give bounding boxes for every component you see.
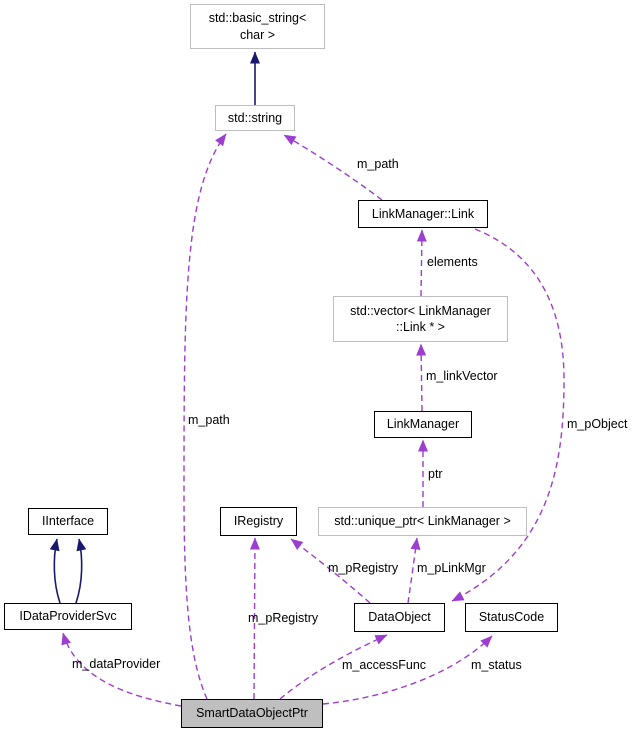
node-statuscode[interactable]: StatusCode <box>465 603 558 632</box>
node-label: IInterface <box>41 514 95 529</box>
node-label: LinkManager::Link <box>371 206 475 221</box>
node-std-unique-ptr: std::unique_ptr< LinkManager > <box>318 507 527 536</box>
node-std-vector-link: std::vector< LinkManager ::Link * > <box>333 296 508 342</box>
node-iregistry[interactable]: IRegistry <box>220 507 297 536</box>
node-label: DataObject <box>368 610 431 625</box>
edge-label-m-pobject: m_pObject <box>567 417 628 431</box>
node-std-basic-string: std::basic_string< char > <box>190 4 325 49</box>
node-smartdataobjectptr: SmartDataObjectPtr <box>181 699 323 728</box>
edge-usage-m-plinkmgr <box>407 537 421 604</box>
node-label: char > <box>239 27 276 42</box>
edge-label-m-linkvector: m_linkVector <box>426 369 498 383</box>
node-dataobject[interactable]: DataObject <box>354 603 445 632</box>
node-label: ::Link * > <box>396 320 445 334</box>
node-linkmanager-link[interactable]: LinkManager::Link <box>358 200 488 228</box>
node-label: LinkManager <box>386 417 460 432</box>
node-std-string: std::string <box>215 105 295 131</box>
node-label: std::vector< LinkManager <box>350 303 491 318</box>
edge-label-elements: elements <box>427 255 478 269</box>
edge-inherit-idataprovidersvc-iinterface-2 <box>75 538 87 604</box>
node-label: std::basic_string< <box>208 11 307 26</box>
edge-label-m-path-right: m_path <box>357 157 399 171</box>
edge-label-m-plinkmgr: m_pLinkMgr <box>417 561 486 575</box>
edge-label-ptr: ptr <box>428 467 443 481</box>
edge-label-m-pregistry-lower: m_pRegistry <box>248 611 319 625</box>
node-linkmanager[interactable]: LinkManager <box>374 411 472 438</box>
edge-label-m-path-left: m_path <box>188 413 230 427</box>
node-label: IRegistry <box>233 514 284 529</box>
node-idataprovidersvc[interactable]: IDataProviderSvc <box>4 603 132 630</box>
edge-label-m-status: m_status <box>471 658 522 672</box>
node-label: StatusCode <box>478 610 545 625</box>
node-label: IDataProviderSvc <box>19 609 117 624</box>
edge-label-m-pregistry-upper: m_pRegistry <box>328 561 399 575</box>
edge-usage-elements <box>416 229 427 297</box>
edge-usage-m-linkvector <box>416 343 427 412</box>
edge-inherit-idataprovidersvc-iinterface-1 <box>49 538 61 604</box>
node-label: std::string <box>227 110 283 125</box>
node-label: SmartDataObjectPtr <box>196 706 308 721</box>
edge-label-m-dataprovider: m_dataProvider <box>72 657 161 671</box>
node-iinterface[interactable]: IInterface <box>28 508 108 535</box>
node-label: std::unique_ptr< LinkManager > <box>334 514 511 529</box>
edge-label-m-accessfunc: m_accessFunc <box>342 658 427 672</box>
